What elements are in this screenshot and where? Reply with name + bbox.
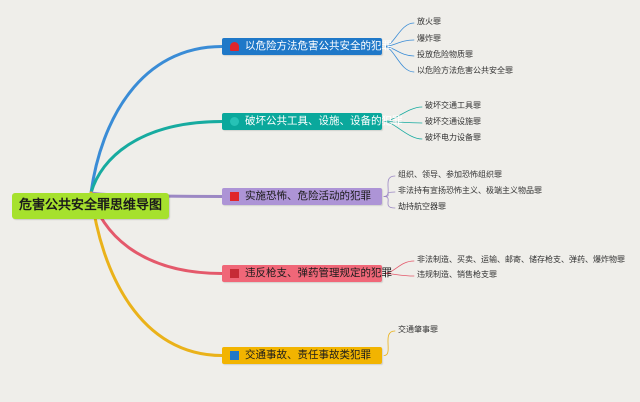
leaf-connector	[383, 22, 415, 47]
branch-connector	[89, 120, 224, 195]
leaf-node[interactable]: 破坏电力设备罪	[425, 133, 481, 142]
branch-node-public-danger[interactable]: 以危险方法危害公共安全的犯罪	[222, 38, 392, 55]
circle-icon	[230, 117, 239, 126]
root-node[interactable]: 危害公共安全罪思维导图	[12, 193, 169, 219]
leaf-connector	[383, 260, 415, 274]
branch-label: 违反枪支、弹药管理规定的犯罪	[245, 267, 392, 279]
square-icon	[230, 351, 239, 360]
leaf-node[interactable]: 交通肇事罪	[398, 325, 438, 334]
branch-label: 实施恐怖、危险活动的犯罪	[245, 190, 371, 202]
leaf-connector	[383, 273, 415, 277]
leaf-node[interactable]: 投放危险物质罪	[417, 50, 473, 59]
home-icon	[230, 269, 239, 278]
leaf-connector	[383, 39, 415, 47]
leaf-node[interactable]: 组织、领导、参加恐怖组织罪	[398, 170, 502, 179]
branch-node-accidents[interactable]: 交通事故、责任事故类犯罪	[222, 347, 382, 364]
flag-icon	[230, 192, 239, 201]
leaf-node[interactable]: 非法制造、买卖、运输、邮寄、储存枪支、弹药、爆炸物罪	[417, 255, 625, 264]
leaf-node[interactable]: 破坏交通设施罪	[425, 117, 481, 126]
alarm-icon	[230, 42, 239, 51]
branch-node-firearms[interactable]: 违反枪支、弹药管理规定的犯罪	[222, 265, 392, 282]
branch-connector	[89, 191, 224, 357]
leaf-connector	[383, 106, 423, 122]
leaf-node[interactable]: 非法持有宣扬恐怖主义、极端主义物品罪	[398, 186, 542, 195]
leaf-node[interactable]: 劫持航空器罪	[398, 202, 446, 211]
branch-label: 破坏公共工具、设施、设备的犯罪	[245, 115, 403, 127]
leaf-node[interactable]: 以危险方法危害公共安全罪	[417, 66, 513, 75]
leaf-node[interactable]: 放火罪	[417, 17, 441, 26]
leaf-connector	[383, 121, 423, 140]
leaf-connector	[383, 46, 415, 73]
branch-label: 以危险方法危害公共安全的犯罪	[245, 40, 392, 52]
branch-label: 交通事故、责任事故类犯罪	[245, 349, 371, 361]
branch-connector	[89, 45, 224, 195]
leaf-connector	[383, 196, 396, 209]
leaf-connector	[383, 330, 396, 356]
leaf-node[interactable]: 爆炸罪	[417, 34, 441, 43]
branch-node-terrorism[interactable]: 实施恐怖、危险活动的犯罪	[222, 188, 382, 205]
branch-node-infrastructure[interactable]: 破坏公共工具、设施、设备的犯罪	[222, 113, 403, 130]
leaf-connector	[383, 175, 396, 197]
leaf-node[interactable]: 违规制造、销售枪支罪	[417, 270, 497, 279]
leaf-node[interactable]: 破坏交通工具罪	[425, 101, 481, 110]
